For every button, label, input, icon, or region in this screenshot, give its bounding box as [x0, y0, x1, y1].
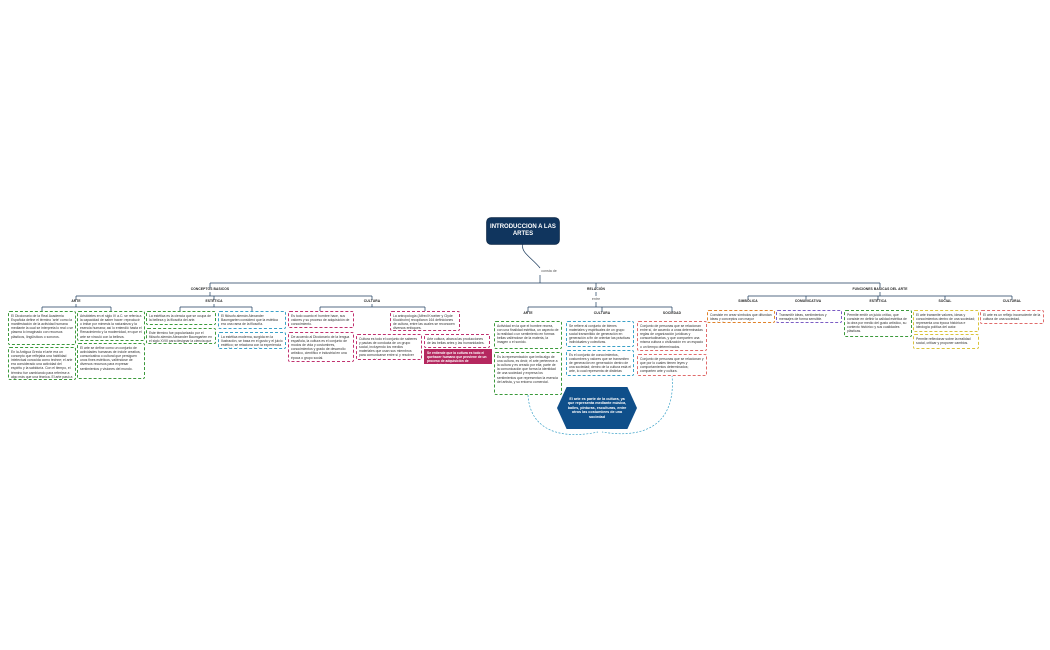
cultura-highlight-node[interactable]: Se entiende que la cultura es todo el qu…	[424, 349, 492, 367]
subtopic-arte[interactable]: ARTE	[71, 299, 81, 303]
arte-conjunto-node[interactable]: El arte se define como un conjunto de ac…	[77, 343, 145, 379]
branch-funciones-basicas[interactable]: FUNCIONES BASICAS DEL ARTE	[852, 287, 908, 291]
funcion-comunicativa-header[interactable]: COMUNICATIVA	[794, 299, 822, 303]
cultura-saberes-node[interactable]: Cultura es todo el conjunto de saberes y…	[356, 334, 422, 360]
central-topic[interactable]: INTRODUCCION A LAS ARTES	[487, 218, 559, 244]
estetica-baumgarten-node[interactable]: Este término fue popularizado por el fil…	[146, 328, 216, 344]
cultura-diccionario-node[interactable]: De acuerdo al Diccionario de la lengua e…	[288, 332, 354, 362]
funcion-comunicativa-node[interactable]: Transmitir ideas, sentimientos y mensaje…	[776, 310, 842, 323]
estetica-ciencia-node[interactable]: La estética es la ciencia que se ocupa d…	[146, 311, 216, 325]
relacion-cultura-bienes-node[interactable]: Se refiere al conjunto de bienes materia…	[566, 321, 634, 347]
funcion-social-header[interactable]: SOCIAL	[938, 299, 952, 303]
branch-conceptos-basicos[interactable]: CONCEPTOS BASICOS	[190, 287, 230, 291]
relacion-sociedad-leyes-node[interactable]: Conjunto de personas que se relacionan y…	[637, 354, 707, 376]
relacion-sociedad-header[interactable]: SOCIEDAD	[662, 311, 682, 315]
connector-entre: entre	[591, 297, 601, 301]
arte-grecia-node[interactable]: En la Antigua Grecia el arte era un conc…	[8, 347, 76, 380]
funcion-simbolica-node[interactable]: Consiste en crear símbolos que difundan …	[707, 310, 775, 323]
arte-definition-node[interactable]: El Diccionario de la Real Academia Españ…	[8, 311, 76, 345]
subtopic-estetica[interactable]: ESTÉTICA	[205, 299, 223, 303]
subtopic-cultura[interactable]: CULTURA	[363, 299, 381, 303]
cultura-quehacer-node[interactable]: Es todo cuanto el hombre hace, sus valor…	[288, 311, 354, 328]
funcion-estetica-node[interactable]: Permite emitir un juicio crítico, que co…	[844, 310, 912, 337]
relacion-cultura-conocimientos-node[interactable]: Es el conjunto de conocimientos, costumb…	[566, 350, 634, 376]
funcion-estetica-header[interactable]: ESTÉTICA	[869, 299, 887, 303]
funcion-simbolica-header[interactable]: SIMBÓLICA	[738, 299, 758, 303]
funcion-social-reflexion-node[interactable]: Permite reflexionar sobre la realidad so…	[913, 334, 979, 349]
connector-consta-de: consta de	[541, 269, 557, 273]
arte-aristoteles-node[interactable]: Aristóteles en el siglo IV a.C. se refer…	[77, 311, 145, 341]
funcion-social-node[interactable]: El arte transmite valores, ideas y conoc…	[913, 310, 979, 332]
estetica-filosofia-node[interactable]: El filósofo alemán Alexander Baumgarten …	[218, 311, 286, 329]
funcion-cultural-header[interactable]: CULTURAL	[1002, 299, 1022, 303]
branch-relacion[interactable]: RELACIÓN	[586, 287, 606, 291]
estetica-moderna-node[interactable]: La estética moderna, surgida en la Ilust…	[218, 332, 286, 349]
relacion-arte-representacion-node[interactable]: Es la representación que imita algo de u…	[494, 352, 562, 395]
central-topic-label: INTRODUCCION A LAS ARTES	[490, 223, 556, 238]
cultura-bellas-artes-node[interactable]: Arte cultura, abarca las producciones de…	[424, 334, 490, 348]
relacion-arte-actividad-node[interactable]: Actividad en la que el hombre recrea, co…	[494, 321, 562, 349]
cultura-antropologia-node[interactable]: La antropología (Alfred Kroeber y Clyde …	[390, 311, 460, 331]
relacion-summary-label: El arte es parte de la cultura, ya que r…	[567, 396, 627, 419]
relacion-arte-header[interactable]: ARTE	[523, 311, 533, 315]
relacion-cultura-header[interactable]: CULTURA	[593, 311, 611, 315]
relacion-summary-node[interactable]: El arte es parte de la cultura, ya que r…	[557, 387, 637, 429]
relacion-sociedad-personas-node[interactable]: Conjunto de personas que se relacionan e…	[637, 321, 707, 351]
funcion-cultural-node[interactable]: El arte es un reflejo inconsciente de la…	[980, 310, 1044, 324]
